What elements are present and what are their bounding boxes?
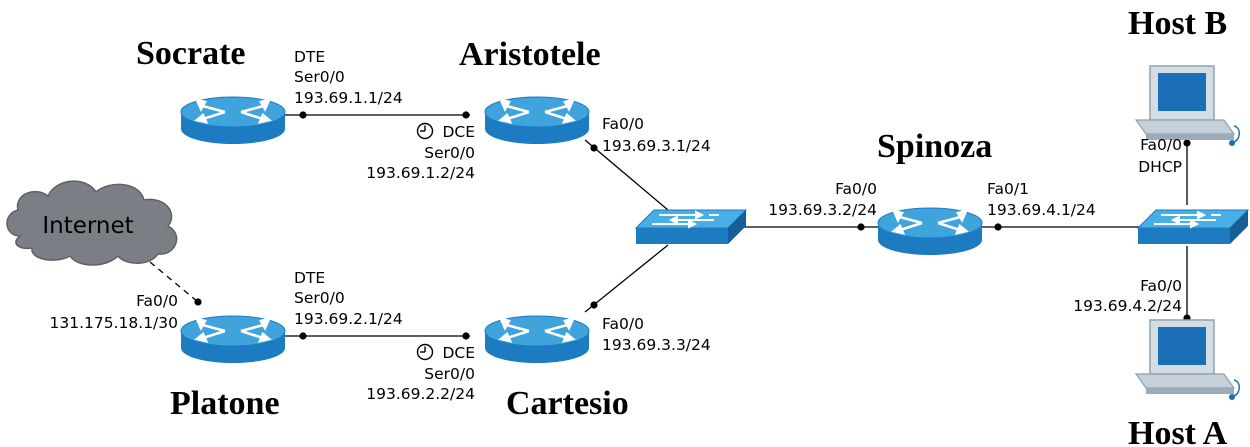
router-icon-aristotele: [483, 95, 591, 146]
cartesio-fa-ip: 193.69.3.3/24: [602, 336, 711, 354]
device-name-spinoza: Spinoza: [877, 128, 992, 165]
pc-icon-host-b: [1135, 65, 1241, 147]
device-name-host-a: Host A: [1128, 415, 1228, 447]
spinoza-fa0-iface: Fa0/0: [835, 180, 877, 198]
cartesio-ser-iface: Ser0/0: [424, 365, 475, 383]
aristotele-ser-ip: 193.69.1.2/24: [366, 164, 475, 182]
router-icon-cartesio: [483, 314, 591, 365]
aristotele-fa-ip: 193.69.3.1/24: [602, 137, 711, 155]
platone-fa-iface: Fa0/0: [136, 292, 178, 310]
device-name-host-b: Host B: [1128, 5, 1227, 42]
switch-icon-center: [635, 209, 747, 245]
device-name-aristotele: Aristotele: [459, 36, 601, 73]
socrate-ser-role: DTE: [294, 48, 325, 66]
hostb-fa-ip: DHCP: [1138, 158, 1182, 176]
socrate-ser-iface: Ser0/0: [294, 68, 345, 86]
aristotele-fa-iface: Fa0/0: [602, 115, 644, 133]
hosta-fa-ip: 193.69.4.2/24: [1073, 297, 1182, 315]
spinoza-fa1-ip: 193.69.4.1/24: [987, 201, 1096, 219]
device-name-platone: Platone: [170, 385, 280, 422]
pc-icon-host-a: [1135, 319, 1241, 401]
cartesio-fa-iface: Fa0/0: [602, 315, 644, 333]
internet-label: Internet: [42, 213, 133, 239]
router-icon-socrate: [179, 95, 287, 146]
socrate-ser-ip: 193.69.1.1/24: [294, 89, 403, 107]
aristotele-ser-role: DCE: [442, 123, 475, 141]
device-name-socrate: Socrate: [136, 35, 246, 72]
link-aristotele-switch: [584, 139, 669, 211]
aristotele-ser-iface: Ser0/0: [424, 144, 475, 162]
clock-icon: [416, 343, 434, 361]
device-name-cartesio: Cartesio: [506, 385, 629, 422]
spinoza-fa0-ip: 193.69.3.2/24: [768, 201, 877, 219]
hosta-fa-iface: Fa0/0: [1140, 277, 1182, 295]
hostb-fa-iface: Fa0/0: [1140, 136, 1182, 154]
cloud-icon: Internet: [6, 180, 178, 266]
cartesio-ser-ip: 193.69.2.2/24: [366, 385, 475, 403]
link-cartesio-switch: [584, 244, 669, 313]
platone-ser-iface: Ser0/0: [294, 289, 345, 307]
platone-ser-role: DTE: [294, 269, 325, 287]
platone-ser-ip: 193.69.2.1/24: [294, 310, 403, 328]
switch-icon-right: [1137, 209, 1249, 245]
spinoza-fa1-iface: Fa0/1: [987, 180, 1029, 198]
clock-icon: [416, 122, 434, 140]
router-icon-spinoza: [876, 206, 984, 257]
cartesio-ser-role: DCE: [442, 344, 475, 362]
router-icon-platone: [179, 314, 287, 365]
platone-fa-ip: 131.175.18.1/30: [50, 314, 178, 332]
interface-dots: [194, 111, 1191, 340]
